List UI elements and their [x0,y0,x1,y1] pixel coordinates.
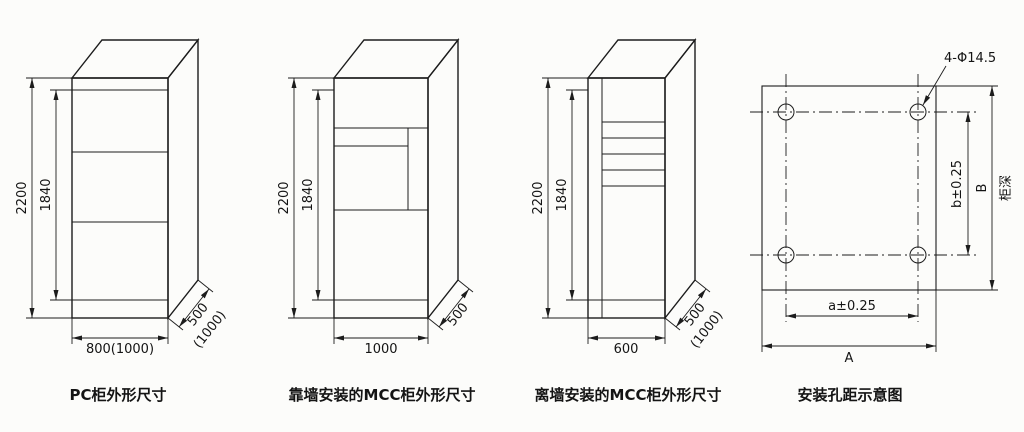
diagram-mounting-holes: 4-Φ14.5 b±0.25 B 柜深 a±0.25 A 安装孔距示意图 [750,51,1014,404]
mcc-wall-caption: 靠墙安装的MCC柜外形尺寸 [289,386,476,404]
holes-caption: 安装孔距示意图 [797,386,902,404]
pc-dim-height-total-value: 2200 [15,181,30,214]
mcc-wall-panel-lines [334,127,428,301]
diagram-pc-cabinet: 2200 1840 800(1000) 500 (1000) PC柜外形尺寸 [15,37,229,404]
dim-plate-width: A [761,290,937,366]
mcc-free-cabinet-outline [586,37,697,321]
cabinet-depth-label: 柜深 [999,175,1014,201]
mounting-holes [777,103,927,264]
mcc-free-top-face [586,39,697,79]
mcc-wall-dim-height-total-value: 2200 [277,181,292,214]
pc-cabinet-top-face [70,39,200,79]
mcc-wall-dim-height-inner-value: 1840 [301,178,316,211]
pc-dim-height-total: 2200 [15,77,72,319]
mcc-free-dim-height-total-value: 2200 [531,181,546,214]
mcc-free-dim-depth: 500 (1000) [664,279,726,351]
mcc-wall-cabinet-outline [332,37,460,321]
diagram-mcc-wall-cabinet: 2200 1840 1000 500 靠墙安装的MCC柜外形尺寸 [277,37,476,404]
pc-cabinet-panel-lines [72,89,168,301]
pc-cabinet-outline [70,37,200,321]
dim-hole-spacing-vertical-value: b±0.25 [950,160,965,208]
pc-dim-width-value: 800(1000) [86,342,154,357]
mcc-wall-side-face [427,37,459,321]
mcc-wall-dim-width-value: 1000 [364,342,397,357]
mcc-free-dim-width: 600 [587,318,666,357]
mcc-wall-dim-height-inner: 1840 [301,89,334,301]
mounting-hole-bottom-right [909,246,927,264]
hole-centerlines [750,74,976,322]
pc-dim-height-inner: 1840 [39,89,72,301]
mounting-hole-top-left [777,103,795,121]
mcc-free-panel-lines [588,78,665,318]
mounting-plate-outline [761,85,937,291]
mcc-wall-dim-height-total: 2200 [277,77,334,319]
dim-plate-height-value: B [975,184,990,193]
pc-dim-height-inner-value: 1840 [39,178,54,211]
pc-dim-depth: 500 (1000) [167,279,229,351]
dim-plate-width-value: A [845,351,854,366]
mounting-hole-top-right [909,103,927,121]
hole-diameter-callout: 4-Φ14.5 [922,51,996,106]
pc-dim-width: 800(1000) [71,318,169,357]
dim-hole-spacing-horizontal-value: a±0.25 [828,299,876,314]
mcc-free-caption: 离墙安装的MCC柜外形尺寸 [535,386,722,404]
dim-plate-height: B 柜深 [936,85,1014,291]
pc-cabinet-side-face [167,37,199,321]
dim-hole-spacing-vertical: b±0.25 [950,112,971,255]
mcc-free-dim-height-inner-value: 1840 [555,178,570,211]
mcc-wall-dim-width: 1000 [333,318,429,357]
mcc-free-dim-width-value: 600 [614,342,639,357]
mcc-free-dim-height-inner: 1840 [555,89,588,301]
mcc-wall-dim-depth-value: 500 [445,300,472,329]
mcc-wall-top-face [332,39,460,79]
diagram-mcc-free-cabinet: 2200 1840 600 500 (1000) 离墙安装的MCC柜外形尺寸 [531,37,726,404]
mcc-free-dim-height-total: 2200 [531,77,588,319]
mounting-hole-bottom-left [777,246,795,264]
pc-caption: PC柜外形尺寸 [69,386,166,404]
hole-diameter-callout-value: 4-Φ14.5 [944,51,996,66]
mcc-free-side-face [664,37,696,321]
dim-hole-spacing-horizontal: a±0.25 [786,299,918,319]
mcc-wall-dim-depth: 500 [427,279,474,331]
